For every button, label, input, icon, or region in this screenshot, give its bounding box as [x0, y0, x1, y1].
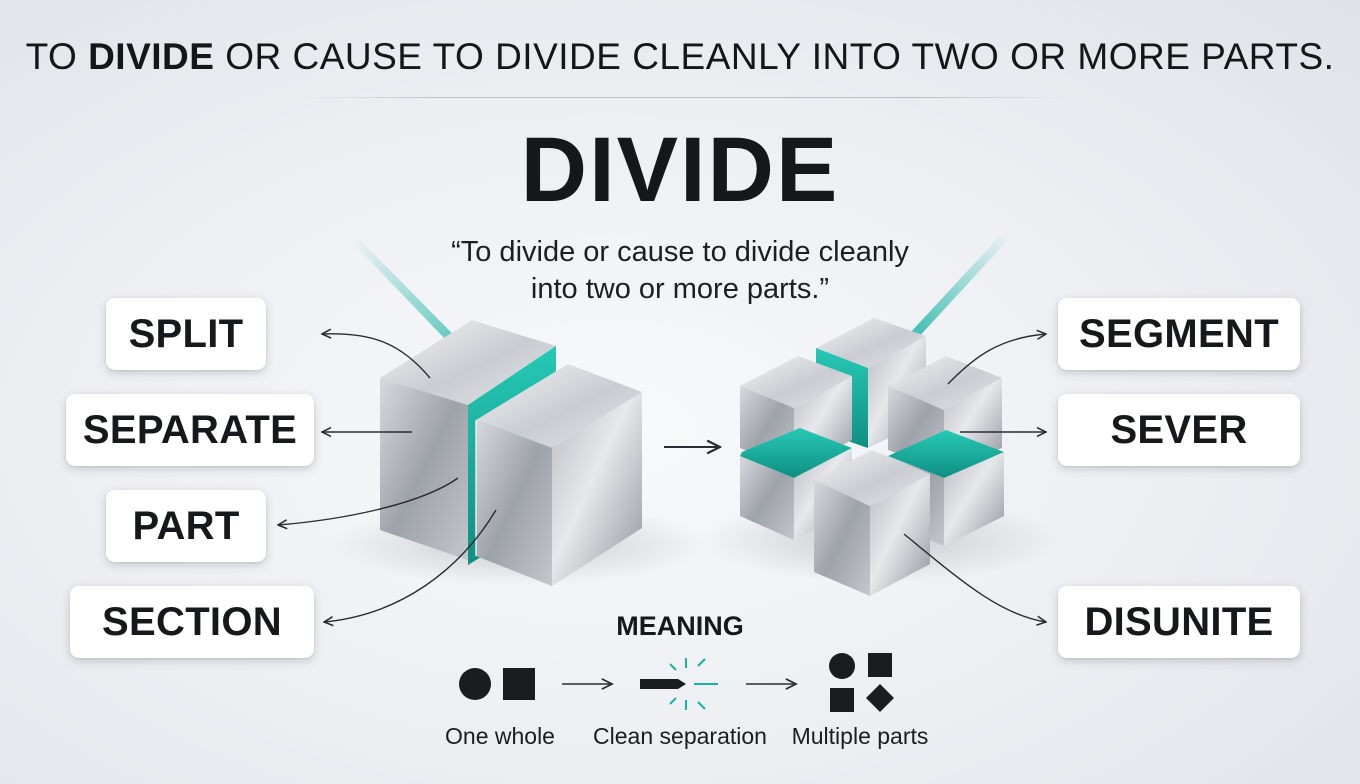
step-label-separation: Clean separation [593, 723, 767, 749]
connector-section [324, 509, 497, 622]
circle-icon [459, 668, 491, 700]
square-icon [868, 653, 892, 677]
definition-quote: “To divide or cause to divide cleanly in… [380, 234, 980, 308]
step-label-whole: One whole [445, 723, 555, 749]
square-icon [830, 688, 854, 712]
split-cube [380, 320, 642, 586]
circle-icon [829, 653, 855, 679]
square-icon [503, 668, 535, 700]
cut-beam-right [896, 236, 1008, 352]
connector-segment [947, 334, 1046, 385]
header-prefix: TO [25, 36, 89, 77]
header-suffix: OR CAUSE TO DIVIDE CLEANLY INTO TWO OR M… [214, 36, 1335, 77]
synonym-card-section: SECTION [70, 586, 314, 658]
header-divider [300, 97, 1070, 98]
page-title: DIVIDE [520, 119, 840, 221]
diamond-icon [866, 684, 894, 712]
step-label-parts: Multiple parts [791, 723, 929, 749]
synonym-card-part: PART [106, 490, 266, 562]
synonym-card-sever: SEVER [1058, 394, 1300, 466]
definition-line-2: into two or more parts.” [530, 273, 830, 305]
synonym-card-split: SPLIT [106, 298, 266, 370]
connector-disunite [903, 533, 1046, 622]
synonym-card-disunite: DISUNITE [1058, 586, 1300, 658]
synonym-card-segment: SEGMENT [1058, 298, 1300, 370]
definition-line-1: “To divide or cause to divide cleanly [451, 236, 909, 268]
header-bold-word: DIVIDE [88, 36, 215, 77]
cut-icon [640, 658, 718, 710]
segmented-cube [740, 318, 1004, 596]
connector-split [322, 334, 431, 379]
header-definition: TO DIVIDE OR CAUSE TO DIVIDE CLEANLY INT… [0, 36, 1360, 78]
meaning-icons [459, 653, 894, 712]
synonym-card-separate: SEPARATE [66, 394, 314, 466]
connector-part [278, 477, 459, 525]
meaning-heading: MEANING [616, 611, 744, 641]
